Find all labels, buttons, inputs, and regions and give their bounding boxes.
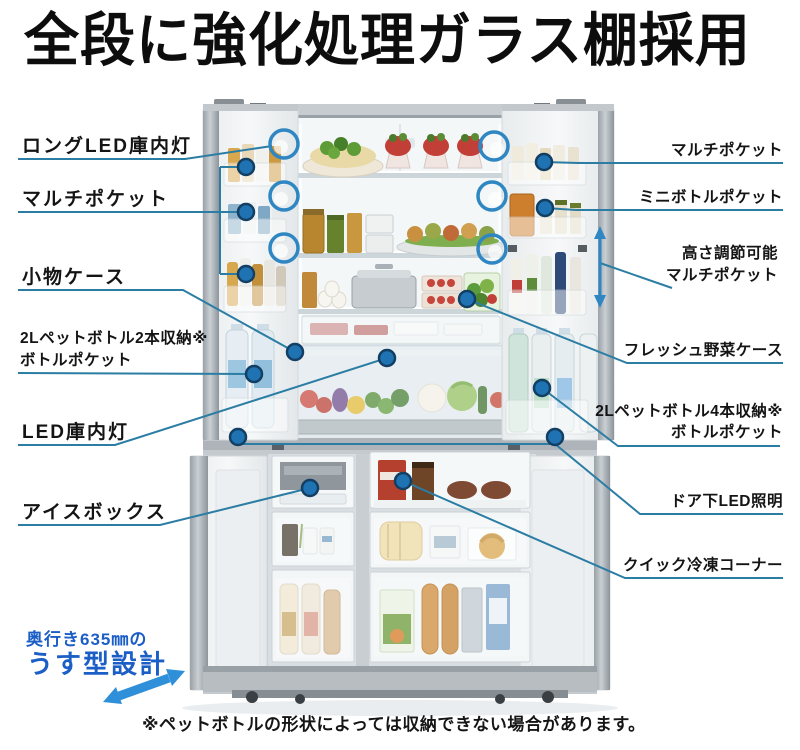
freezer-left-bottom-drawer <box>271 569 355 663</box>
highlight-rings <box>268 128 510 265</box>
label-ice-box: アイスボックス <box>22 502 167 523</box>
slim-design-line1: 奥行き635㎜の <box>26 630 148 649</box>
label-2l-bottle-4-pocket: 2Lペットボトル4本収納※ ボトルポケット <box>595 403 783 441</box>
page-title: 全段に強化処理ガラス棚採用 <box>24 8 751 73</box>
label-led-interior-light: LED庫内灯 <box>22 422 130 443</box>
fridge-right-door <box>501 104 615 441</box>
footnote: ※ペットボトルの形状によっては収納できない場合があります。 <box>142 715 646 734</box>
label-height-adjustable-multi-pocket: 高さ調節可能 マルチポケット <box>665 245 778 284</box>
label-multi-pocket-right: マルチポケット <box>670 142 783 159</box>
label-long-led-interior-light: ロングLED庫内灯 <box>22 136 193 157</box>
annotation-lines <box>17 145 783 579</box>
freezer-right-middle-drawer <box>369 511 531 569</box>
label-mini-bottle-pocket: ミニボトルポケット <box>638 189 783 206</box>
shelf-food-middle <box>302 209 508 257</box>
freezer-right-bottom-drawer <box>369 571 531 663</box>
freezer-compartment <box>189 450 611 704</box>
freezer-left-middle-drawer <box>271 511 355 567</box>
vegetable-drawer <box>284 345 522 435</box>
chiller-tray <box>301 315 501 345</box>
slim-design-arrow <box>103 669 185 704</box>
label-multi-pocket-left: マルチポケット <box>22 189 170 210</box>
label-quick-freeze-corner: クイック冷凍コーナー <box>622 557 783 574</box>
slim-design-line2: うす型設計 <box>27 649 168 679</box>
annotation-dots <box>228 152 565 498</box>
floor-shadow <box>182 700 618 716</box>
height-adjust-arrow <box>594 226 606 308</box>
label-2l-bottle-2-pocket: 2Lペットボトル2本収納※ ボトルポケット <box>20 330 208 369</box>
label-under-door-led: ドア下LED照明 <box>670 493 783 510</box>
label-fresh-vegetable-case: フレッシュ野菜ケース <box>623 342 783 359</box>
quick-freeze-drawer <box>369 451 531 509</box>
label-small-items-case: 小物ケース <box>22 267 127 288</box>
shelf-food-top <box>302 133 483 178</box>
